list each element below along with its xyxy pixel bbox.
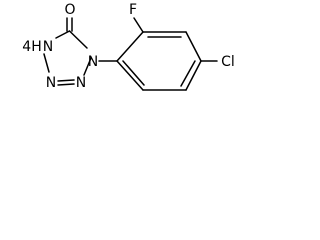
- oxygen-atom-label: O: [64, 2, 75, 18]
- bond-c5-n4: [55, 30, 71, 39]
- chlorine-atom-label: Cl: [221, 54, 235, 70]
- n2-atom-label: N: [76, 75, 86, 91]
- n3-atom-label: N: [46, 75, 56, 91]
- bond-inner-c6-c1: [122, 60, 145, 86]
- bond-c4-c5: [185, 60, 202, 91]
- bond-n3-n2-a: [57, 83, 75, 86]
- n4-atom-label: N: [43, 39, 53, 55]
- n1-atom-label: N: [88, 54, 98, 70]
- bond-n2-n1: [83, 57, 92, 76]
- bond-c6-c1: [116, 60, 144, 91]
- bond-c5-n1: [68, 30, 88, 49]
- nh-atom-label: 4H: [22, 39, 41, 55]
- chemical-structure: O 4H N N N N F Cl: [22, 2, 235, 91]
- bond-c2-f: [133, 17, 144, 33]
- bond-n3-n2-b: [57, 79, 75, 82]
- bond-n4-n3: [43, 53, 50, 73]
- bond-c1-c2: [116, 31, 144, 62]
- fluorine-atom-label: F: [129, 2, 137, 18]
- bond-inner-c4-c5: [180, 60, 196, 87]
- bond-c3-c4: [185, 31, 202, 62]
- bond-lines: [43, 17, 218, 91]
